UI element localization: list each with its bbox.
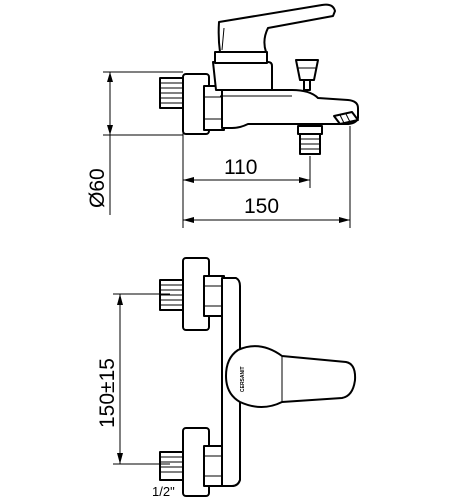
threaded-inlet-upper bbox=[159, 279, 185, 311]
brand-mark: CERSANIT bbox=[240, 366, 246, 392]
cartridge-housing bbox=[212, 61, 273, 91]
dimension-110: 110 bbox=[182, 130, 311, 228]
dimension-150-horizontal: 150 bbox=[183, 126, 351, 228]
center-distance-label: 150±15 bbox=[96, 358, 119, 428]
diameter-label: Ø60 bbox=[86, 168, 109, 208]
lever-handle-side bbox=[217, 3, 336, 53]
thread-size-label: 1/2" bbox=[152, 484, 175, 499]
diverter-knob bbox=[295, 59, 319, 91]
hex-nut-upper bbox=[203, 275, 225, 317]
dimension-diameter: Ø60 bbox=[86, 71, 183, 215]
front-view: CERSANIT bbox=[159, 257, 357, 497]
threaded-inlet-top bbox=[159, 77, 185, 109]
depth-total-label: 150 bbox=[244, 195, 279, 218]
lever-handle-front bbox=[225, 345, 357, 408]
dimension-center-distance: 150±15 bbox=[96, 293, 170, 465]
depth-outlet-label: 110 bbox=[224, 156, 257, 179]
hex-nut-lower bbox=[203, 445, 225, 487]
mixer-body bbox=[221, 89, 359, 129]
spout-aerator bbox=[333, 111, 359, 125]
side-view bbox=[159, 3, 359, 155]
threaded-inlet-lower bbox=[159, 451, 185, 481]
shower-outlet bbox=[297, 125, 323, 155]
